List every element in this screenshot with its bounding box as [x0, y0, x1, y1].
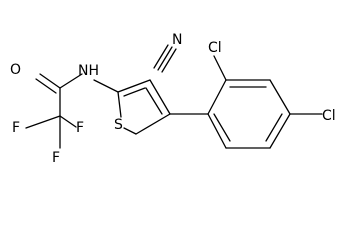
atom-label-f2: F: [76, 120, 84, 136]
bond-ph-6: [207, 113, 227, 149]
bond-nitrile-1: [157, 46, 173, 71]
bond-ph-4-double: [265, 113, 283, 142]
bond-c3-c4: [149, 79, 171, 115]
molecule-svg: N S NH O Cl Cl F F F: [10, 32, 336, 166]
atom-label-cl-ortho: Cl: [208, 40, 222, 56]
bond-nitrile-2: [161, 48, 177, 73]
bond-co-o: [39, 73, 61, 89]
bond-c3-c4-double: [145, 87, 163, 115]
atom-label-nitrile-n: N: [172, 32, 182, 48]
atom-label-f1: F: [12, 120, 20, 136]
atom-label-thiophene-s: S: [114, 117, 123, 133]
atom-label-amide-nh: NH: [78, 63, 99, 79]
bond-co-o-double: [35, 78, 57, 94]
bond-c5-s: [123, 127, 137, 135]
molecule-canvas: N S NH O Cl Cl F F F: [10, 32, 336, 166]
bond-c2-c3-double: [123, 87, 146, 97]
bond-nitrile-3: [153, 44, 169, 69]
bond-s-c2: [117, 91, 122, 118]
bond-ph-cl-ortho: [213, 55, 227, 81]
atom-label-cl-para: Cl: [322, 108, 336, 124]
bond-c-f-right: [59, 115, 77, 128]
atom-label-f3: F: [52, 150, 60, 166]
bond-ph-4: [269, 113, 291, 149]
bond-ph-6-double: [213, 113, 231, 142]
bond-c2-n: [93, 79, 119, 93]
bond-ph-1: [207, 79, 227, 115]
bond-c4-c5: [135, 113, 171, 135]
bond-n-co: [59, 73, 83, 89]
bond-c2-c3: [117, 79, 151, 93]
bonds: [25, 44, 323, 149]
bond-c-f-left: [25, 115, 61, 129]
atom-label-carbonyl-o: O: [10, 62, 21, 78]
atom-labels: N S NH O Cl Cl F F F: [10, 32, 336, 166]
bond-ph-3: [269, 79, 291, 115]
